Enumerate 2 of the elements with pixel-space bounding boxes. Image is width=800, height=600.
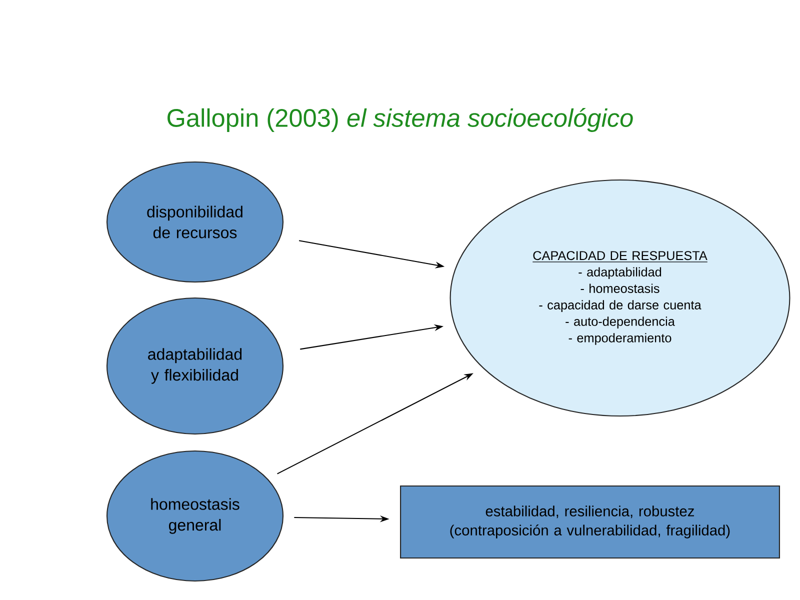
result-box: estabilidad, resiliencia, robustez (contraposición a vulnerabilidad, fragilidad) (400, 485, 780, 559)
title: Gallopin (2003) el sistema socioecológico (168, 108, 633, 132)
